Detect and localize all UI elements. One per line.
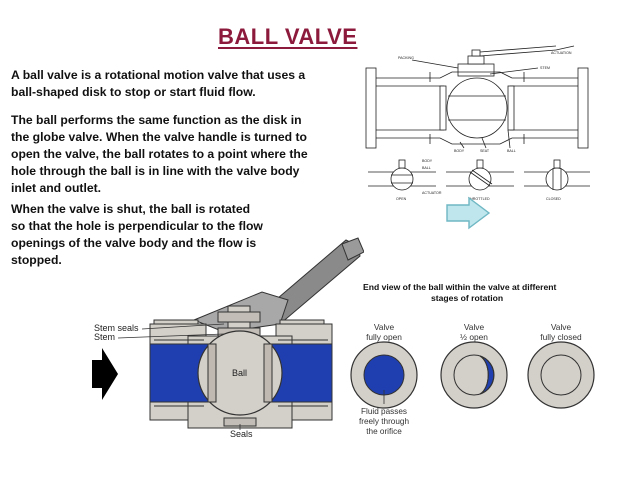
text-line: When the valve is shut, the ball is rota… [11, 202, 251, 216]
intro-paragraph: A ball valve is a rotational motion valv… [11, 67, 323, 101]
label-valve-closed-2: fully closed [540, 332, 582, 342]
end-view-heading-line2: stages of rotation [431, 293, 503, 303]
label-valve-closed-1: Valve [551, 322, 572, 332]
flow-direction-icon [92, 348, 118, 400]
label-small-ball: BALL [422, 166, 431, 170]
text-line: A ball valve is a rotational motion valv… [11, 68, 306, 82]
label-ball: Ball [232, 368, 247, 378]
fluid-note-line2: freely through [359, 417, 410, 426]
text-line: ball-shaped disk to stop or start fluid … [11, 85, 256, 99]
text-line: inlet and outlet. [11, 181, 102, 195]
valve-cross-section-diagram: ACTUATION PACKING STEM BODY SEAT BALL BO… [365, 45, 590, 201]
label-actuator: ACTUATOR [422, 191, 442, 195]
label-valve-open-2: fully open [366, 332, 402, 342]
ball-fully-closed [527, 341, 595, 409]
text-line: open the valve, the ball rotates to a po… [11, 147, 308, 161]
text-line: hole through the ball is in line with th… [11, 164, 300, 178]
shut-paragraph: When the valve is shut, the ball is rota… [11, 201, 323, 269]
ball-valve-illustration: Stem seals Stem Ball Seals [92, 237, 364, 439]
label-valve-half-1: Valve [464, 322, 485, 332]
ball-fully-open [350, 341, 418, 409]
label-actuation: ACTUATION [551, 51, 572, 55]
fluid-note-line3: the orifice [366, 427, 402, 436]
label-seals: Seals [230, 429, 253, 439]
function-paragraph: The ball performs the same function as t… [11, 112, 323, 197]
label-body: BODY [454, 149, 465, 153]
text-line: stopped. [11, 253, 62, 267]
label-packing: PACKING [398, 56, 414, 60]
label-valve-open-1: Valve [374, 322, 395, 332]
label-small-body: BODY [422, 159, 433, 163]
label-stem: Stem [94, 332, 115, 342]
label-seat: SEAT [480, 149, 490, 153]
label-open: OPEN [396, 197, 407, 201]
fluid-note-line1: Fluid passes [361, 407, 407, 416]
label-stem-seals: Stem seals [94, 323, 139, 333]
text-line: the globe valve. When the valve handle i… [11, 130, 307, 144]
text-line: The ball performs the same function as t… [11, 113, 302, 127]
ball-half-open [440, 341, 508, 409]
label-throttled: THROTTLED [468, 197, 490, 201]
end-view-diagram: End view of the ball within the valve at… [350, 282, 595, 436]
label-stem: STEM [540, 66, 550, 70]
end-view-heading-line1: End view of the ball within the valve at… [363, 282, 557, 292]
page-title: BALL VALVE [218, 24, 358, 49]
text-line: so that the hole is perpendicular to the… [11, 219, 263, 233]
label-valve-half-2: ½ open [460, 332, 488, 342]
label-ball: BALL [507, 149, 516, 153]
right-arrow-icon [446, 196, 491, 230]
text-line: openings of the valve body and the flow … [11, 236, 257, 250]
label-closed: CLOSED [546, 197, 561, 201]
